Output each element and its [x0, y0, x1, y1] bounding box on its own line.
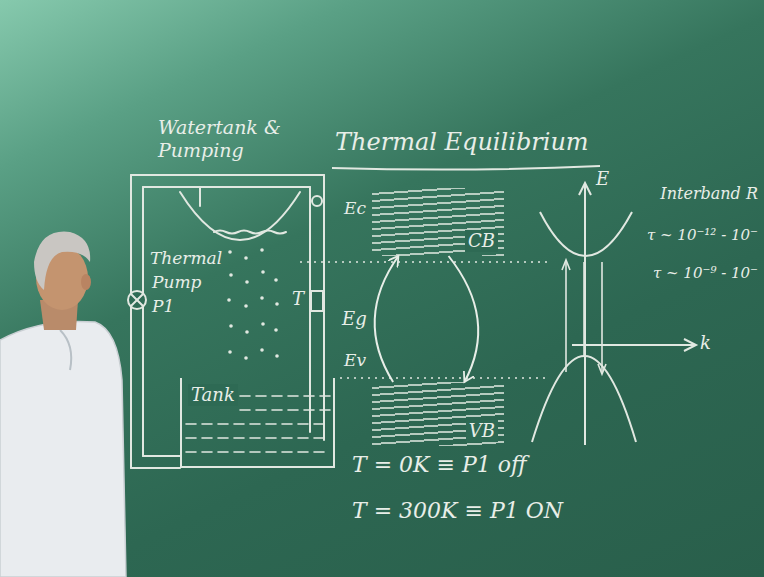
chalk-stroke — [244, 256, 248, 260]
chalk-stroke — [81, 274, 91, 290]
pipe-line — [131, 174, 324, 176]
chalk-stroke — [274, 278, 278, 282]
title-underline — [332, 166, 600, 170]
condition-note: T = 300K ≡ P1 ON — [352, 498, 563, 524]
pump-symbol — [128, 291, 146, 309]
chalk-stroke — [240, 395, 330, 397]
lifetime-note: τ ~ 10⁻⁹ - 10⁻ — [653, 264, 758, 282]
valve-symbol — [312, 196, 322, 206]
chalk-stroke — [261, 322, 265, 326]
chalk-stroke — [228, 350, 232, 354]
chalk-stroke — [229, 324, 233, 328]
pipe-line — [142, 187, 144, 456]
node-label: VB — [466, 420, 498, 442]
lecturer-figure — [0, 232, 126, 577]
chalk-stroke — [240, 409, 330, 411]
pipe-line — [131, 467, 180, 469]
transition-arrow — [583, 262, 585, 356]
valence-parabola — [532, 356, 636, 442]
ec-level-line — [300, 261, 548, 263]
condition-note: T = 0K ≡ P1 off — [352, 452, 527, 478]
bowl-water — [214, 231, 286, 234]
chalk-stroke — [261, 270, 265, 274]
chalk-stroke — [227, 298, 231, 302]
pump-symbol — [131, 294, 143, 306]
pipe-line — [143, 455, 180, 457]
transition-arrow — [601, 262, 603, 372]
chalk-stroke — [275, 302, 279, 306]
axis-arrow — [579, 183, 591, 195]
axis-label: E — [596, 168, 609, 190]
chalk-stroke — [34, 232, 90, 290]
bowl-curve — [180, 192, 300, 240]
k-axis — [572, 344, 694, 346]
chalk-stroke — [260, 348, 264, 352]
conduction-parabola — [540, 212, 632, 256]
chalk-stroke — [186, 451, 330, 453]
side-note: Interband R — [660, 184, 758, 203]
conduction-band: CB — [372, 188, 504, 256]
water-tank: Tank — [180, 378, 335, 468]
heater-label: T — [292, 288, 304, 310]
node-label: CB — [465, 230, 498, 252]
chalk-stroke — [245, 280, 249, 284]
ev-level-line — [340, 377, 548, 379]
pump-symbol — [131, 294, 143, 306]
chalk-stroke — [244, 304, 248, 308]
energy-level: Ec — [344, 198, 366, 218]
chalk-stroke — [186, 437, 330, 439]
heater-symbol — [311, 291, 323, 311]
energy-level: Ev — [344, 350, 366, 370]
transition-arrow — [565, 262, 567, 372]
axis-arrow — [684, 339, 696, 351]
chalk-stroke — [562, 260, 570, 270]
pipe-line — [143, 186, 310, 188]
valence-band: VB — [372, 382, 504, 446]
system-heading: Watertank & Pumping — [158, 116, 286, 162]
transition-arrow — [449, 256, 479, 382]
ek-diagram — [532, 183, 696, 445]
pump-label: Pump — [152, 272, 201, 292]
chalk-stroke — [228, 250, 232, 254]
transition-arrow — [375, 256, 399, 382]
chalk-stroke — [60, 330, 71, 370]
pump-label: P1 — [152, 296, 174, 316]
water-circuit — [128, 175, 330, 468]
chalk-stroke — [260, 248, 264, 252]
chalk-stroke — [598, 364, 606, 374]
pipe-outlet — [199, 187, 201, 206]
chalk-stroke — [229, 273, 233, 277]
e-axis — [584, 185, 586, 445]
chalk-stroke — [244, 356, 248, 360]
chalk-stroke — [274, 328, 278, 332]
pump-label: Thermal — [150, 248, 222, 268]
edge-label: Eg — [342, 308, 367, 330]
water-drops — [227, 248, 279, 360]
pipe-line — [130, 175, 132, 468]
chalk-stroke — [275, 354, 279, 358]
chalk-stroke — [245, 330, 249, 334]
lifetime-note: τ ~ 10⁻¹² - 10⁻ — [647, 226, 758, 244]
chalk-stroke — [0, 321, 126, 577]
node-label: Tank — [188, 384, 238, 406]
chalk-stroke — [186, 423, 330, 425]
axis-label: k — [700, 332, 711, 354]
chalk-stroke — [260, 296, 264, 300]
board-title: Thermal Equilibrium — [335, 128, 589, 157]
